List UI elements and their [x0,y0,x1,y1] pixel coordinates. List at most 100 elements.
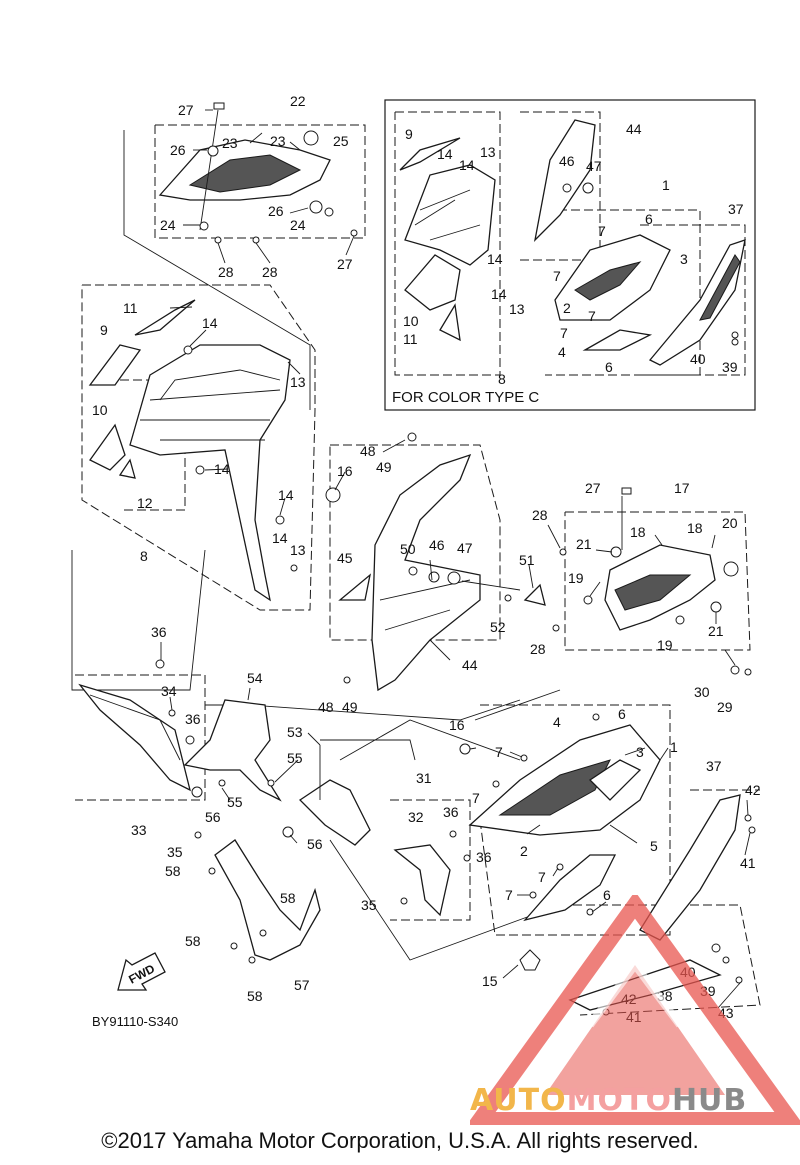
callout-label: 37 [728,201,744,217]
callout-label: 56 [205,809,221,825]
callout-label: 33 [131,822,147,838]
watermark-logo [470,895,800,1125]
callout-label: 57 [294,977,310,993]
callout-label: 47 [457,540,473,556]
copyright-notice: ©2017 Yamaha Motor Corporation, U.S.A. A… [101,1128,699,1153]
small-bracket-31 [393,830,471,917]
callout-label: 36 [151,624,167,640]
callout-label: 44 [626,121,642,137]
inset-caption: FOR COLOR TYPE C [392,389,540,406]
callout-label: 42 [745,782,761,798]
callout-label: 8 [140,548,148,564]
callout-label: 11 [403,331,418,347]
callout-label: 12 [137,495,153,511]
callout-label: 6 [645,211,653,227]
callout-label: 31 [416,770,432,786]
inner-brackets [183,699,416,846]
callout-label: 50 [400,541,416,557]
callout-label: 20 [722,515,738,531]
callout-label: 48 [360,443,376,459]
callout-label: 47 [586,158,602,174]
callout-label: 13 [480,144,496,160]
callout-label: 18 [687,520,703,536]
callout-label: 49 [376,459,392,475]
callout-label: 46 [429,537,445,553]
callout-label: 5 [650,838,658,854]
callout-label: 14 [487,251,503,267]
callout-label: 7 [538,869,546,885]
bracket-assembly-22 [158,102,358,244]
callout-label: 28 [218,264,234,280]
callout-label: 35 [361,897,377,913]
callout-label: 10 [403,313,419,329]
callout-label: 28 [532,507,548,523]
callout-label: 34 [161,683,177,699]
callout-label: 13 [290,542,306,558]
callout-label: 39 [722,359,738,375]
callout-labels: 27 22 23 23 25 26 26 24 24 28 28 27 11 9… [92,93,761,1025]
forward-arrow-icon [117,952,166,991]
callout-label: 58 [165,863,181,879]
callout-label: 4 [553,714,561,730]
callout-label: 14 [272,530,288,546]
lower-cowling-33 [78,659,202,839]
callout-label: 45 [337,550,353,566]
callout-label: 36 [476,849,492,865]
callout-label: 51 [519,552,535,568]
callout-label: 9 [405,126,413,142]
callout-label: 28 [530,641,546,657]
callout-label: 48 [318,699,334,715]
callout-label: 58 [280,890,296,906]
watermark-hub: HUB [671,1083,748,1118]
callout-label: 19 [657,637,673,653]
side-cowling-44 [338,432,546,692]
callout-label: 28 [262,264,278,280]
callout-label: 46 [559,153,575,169]
callout-label: 7 [505,887,513,903]
callout-label: 16 [337,463,353,479]
callout-label: 24 [290,217,306,233]
callout-label: 3 [680,251,688,267]
callout-label: 21 [708,623,724,639]
callout-label: 2 [520,843,528,859]
callout-label: 14 [459,157,475,173]
callout-label: 27 [178,102,194,118]
callout-label: 10 [92,402,108,418]
callout-label: 52 [490,619,506,635]
callout-label: 16 [449,717,465,733]
callout-label: 54 [247,670,263,686]
callout-label: 27 [585,480,601,496]
callout-label: 29 [717,699,733,715]
callout-label: 23 [270,133,286,149]
callout-label: 6 [605,359,613,375]
callout-label: 7 [588,308,596,324]
callout-label: 27 [337,256,353,272]
callout-label: 7 [598,223,606,239]
callout-label: 8 [498,371,506,387]
callout-label: 26 [170,142,186,158]
callout-label: 14 [491,286,507,302]
callout-label: 14 [214,461,230,477]
callout-label: 19 [568,570,584,586]
callout-label: 14 [437,146,453,162]
callout-label: 53 [287,724,303,740]
callout-label: 7 [472,790,480,806]
callout-label: 49 [342,699,358,715]
reference-code: BY91110-S340 [92,1014,179,1029]
assembly-lines [71,130,561,961]
callout-label: 13 [290,374,306,390]
callout-label: 36 [185,711,201,727]
callout-label: 26 [268,203,284,219]
callout-label: 40 [690,351,706,367]
callout-label: 58 [185,933,201,949]
callout-label: 55 [287,750,303,766]
callout-label: 11 [123,300,138,316]
callout-label: 35 [167,844,183,860]
callout-label: 14 [202,315,218,331]
callout-label: 25 [333,133,349,149]
watermark-text: AUTOMOTOHUB [470,1083,747,1118]
callout-label: 4 [558,344,566,360]
leader-lines [160,109,751,1009]
callout-label: 13 [509,301,525,317]
